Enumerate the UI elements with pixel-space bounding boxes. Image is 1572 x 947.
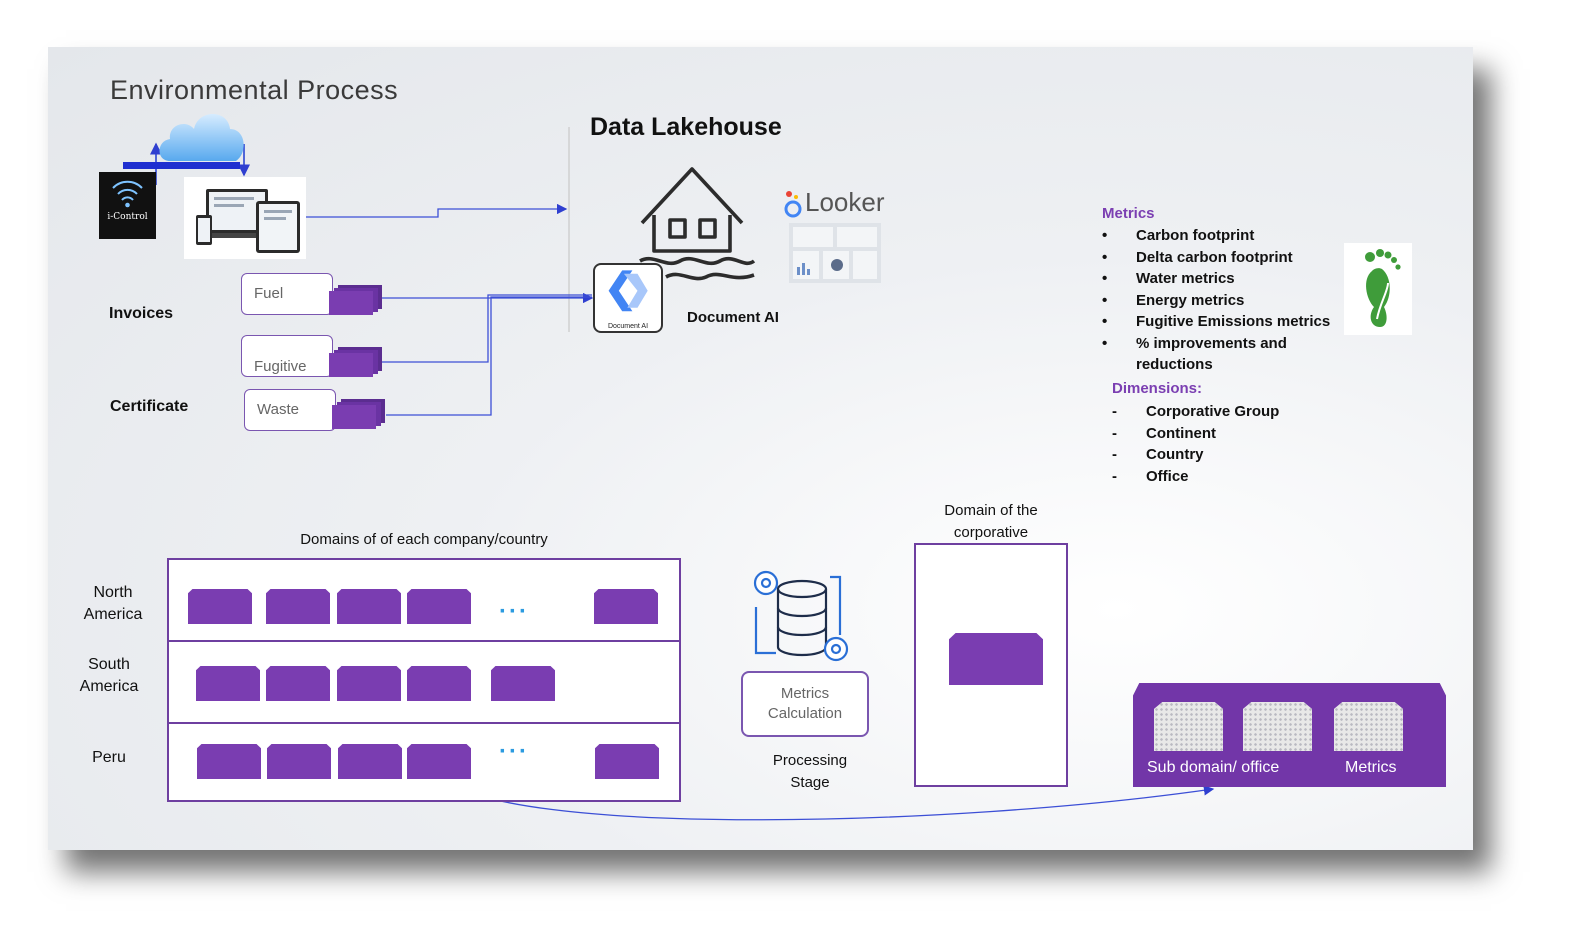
fuel-doc-label: Fuel xyxy=(254,285,284,302)
dashboard-thumbnail xyxy=(789,223,881,283)
waste-stack-icon xyxy=(332,399,385,429)
subdomain-panel: Sub domain/ office Metrics xyxy=(1133,683,1446,787)
domain-card xyxy=(337,666,401,701)
footprint-icon xyxy=(1344,243,1412,335)
document-ai-icon-text: Document AI xyxy=(607,323,649,330)
ellipsis: ··· xyxy=(499,738,529,765)
certificate-label: Certificate xyxy=(110,398,189,415)
house-lake-icon xyxy=(639,167,756,281)
cloud-icon xyxy=(159,114,244,161)
metric-item: •Delta carbon footprint xyxy=(1102,248,1293,266)
row-divider xyxy=(169,640,679,642)
domain-card xyxy=(338,744,402,779)
domain-card xyxy=(407,589,471,624)
subdomain-label: Sub domain/ office xyxy=(1147,759,1280,776)
emission-arrow xyxy=(382,294,592,363)
looker-mark-icon xyxy=(784,191,802,218)
emission-stack-icon xyxy=(329,347,382,377)
fugitive-emission-doc: Fugitive Emission xyxy=(241,335,333,377)
dimension-item: -Office xyxy=(1112,467,1189,485)
dimension-item: -Corporative Group xyxy=(1112,403,1280,420)
invoices-label: Invoices xyxy=(109,305,174,322)
region-label-peru: Peru xyxy=(92,749,126,766)
waste-doc-label: Waste xyxy=(257,401,299,418)
domain-card xyxy=(188,589,252,624)
region-label-north-america: North America xyxy=(83,584,143,623)
metric-item: •Carbon footprint xyxy=(1102,227,1255,244)
dimensions-heading: Dimensions: xyxy=(1112,380,1203,397)
metrics-calculation-label: Metrics Calculation xyxy=(767,685,843,722)
dimension-item: -Continent xyxy=(1112,424,1216,442)
metric-item: •Fugitive Emissions metrics xyxy=(1102,313,1331,330)
ellipsis: ··· xyxy=(499,598,529,625)
domain-card xyxy=(949,633,1043,685)
fuel-doc: Fuel xyxy=(241,273,333,315)
document-ai-icon: Document AI xyxy=(593,263,663,333)
domain-card xyxy=(594,589,658,624)
metric-item: •% improvements and reductions xyxy=(1102,334,1287,374)
page-title: Environmental Process xyxy=(110,75,399,105)
looker-label: Looker xyxy=(805,187,885,217)
metric-item: •Energy metrics xyxy=(1102,291,1245,309)
domain-card xyxy=(407,666,471,701)
domains-table: ··· ··· xyxy=(167,558,681,802)
waste-arrow xyxy=(386,296,592,416)
domain-card xyxy=(595,744,659,779)
metrics-list: •Carbon footprint •Delta carbon footprin… xyxy=(1102,225,1362,376)
panel-metrics-label: Metrics xyxy=(1345,759,1397,776)
dimensions-list: -Corporative Group -Continent -Country -… xyxy=(1112,401,1352,487)
domain-card xyxy=(266,589,330,624)
subdomain-tile xyxy=(1154,702,1223,751)
domains-title: Domains of of each company/country xyxy=(300,531,548,548)
domain-card xyxy=(196,666,260,701)
domain-card xyxy=(267,744,331,779)
fuel-stack-icon xyxy=(329,285,382,315)
domain-card xyxy=(407,744,471,779)
region-label-south-america: South America xyxy=(79,656,139,695)
devices-to-lakehouse-arrow xyxy=(306,203,568,218)
metrics-tile xyxy=(1334,702,1403,751)
connector-lines xyxy=(123,127,1215,821)
domain-card xyxy=(197,744,261,779)
domain-card xyxy=(491,666,555,701)
fugitive-emission-doc-label: Fugitive Emission xyxy=(254,358,307,375)
corporate-domain-box xyxy=(914,543,1068,787)
document-ai-label: Document AI xyxy=(687,309,779,326)
lakehouse-title: Data Lakehouse xyxy=(590,113,782,141)
processing-stage-label: Processing Stage xyxy=(772,752,848,791)
subdomain-tile xyxy=(1243,702,1312,751)
devices-icon xyxy=(184,177,306,259)
domain-card xyxy=(337,589,401,624)
dimension-item: -Country xyxy=(1112,446,1204,463)
row-divider xyxy=(169,722,679,724)
connection-bar xyxy=(123,162,240,169)
icontrol-label: i-Control xyxy=(107,212,148,222)
metric-item: •Water metrics xyxy=(1102,270,1235,287)
slide: Environmental Process i-Control Data Lak… xyxy=(48,47,1473,850)
database-gears-icon xyxy=(753,570,849,662)
wifi-router-icon: i-Control xyxy=(99,172,156,239)
metrics-calculation-box: Metrics Calculation xyxy=(741,671,869,737)
domain-card xyxy=(266,666,330,701)
waste-doc: Waste xyxy=(244,389,336,431)
metrics-heading: Metrics xyxy=(1102,205,1155,222)
